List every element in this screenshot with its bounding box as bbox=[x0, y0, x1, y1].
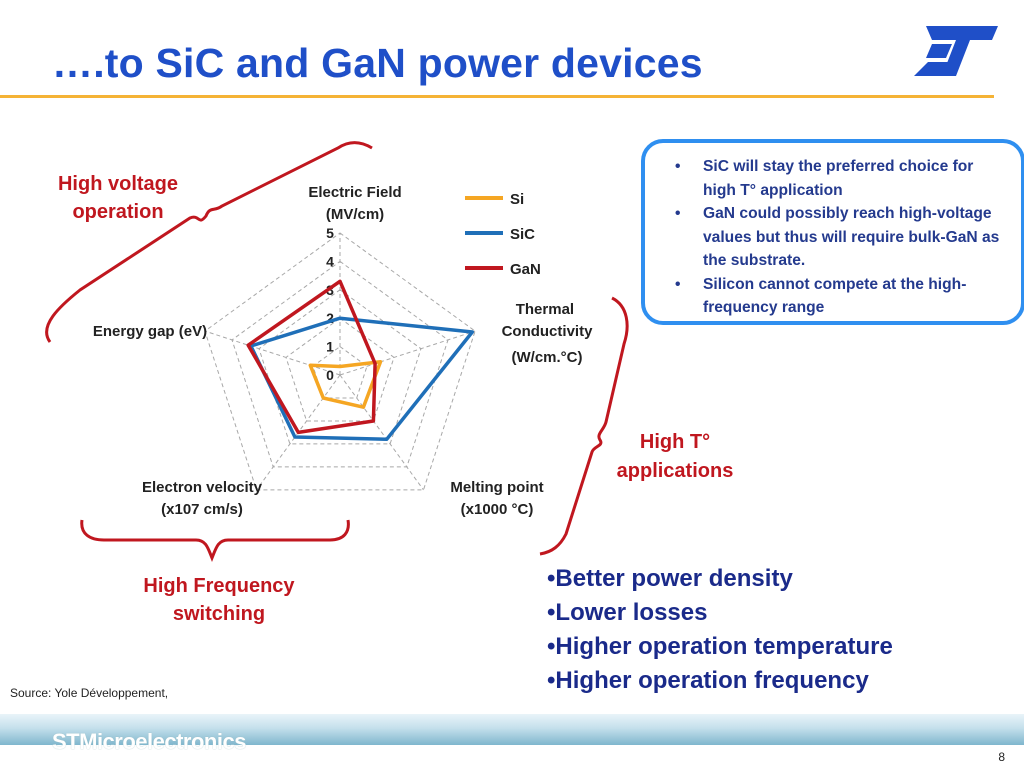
footer-brand: STMicroelectronics bbox=[52, 729, 246, 754]
high-frequency-label-line-2: switching bbox=[173, 603, 265, 625]
axis-label-thermal-conductivity: Thermal Conductivity bbox=[502, 301, 593, 340]
legend-label-si: Si bbox=[510, 191, 524, 208]
radial-tick-label: 1 bbox=[326, 339, 334, 355]
callout-box: SiC will stay the preferred choice for h… bbox=[641, 139, 1024, 325]
axis-label-energy-gap-unit: (eV) bbox=[179, 323, 207, 340]
grid-ring-4 bbox=[231, 260, 449, 468]
radial-tick-label: 2 bbox=[326, 310, 334, 326]
axis-label-electric-field: Electric Field bbox=[308, 184, 401, 201]
callout-item: GaN could possibly reach high-voltage va… bbox=[645, 202, 1003, 273]
callout-item: SiC will stay the preferred choice for h… bbox=[645, 155, 1003, 202]
series-si bbox=[308, 360, 383, 409]
axis-label-energy-gap: Energy gap (eV) bbox=[93, 323, 207, 340]
radial-tick-label: 4 bbox=[326, 253, 334, 269]
callout-list: SiC will stay the preferred choice for h… bbox=[645, 143, 1021, 320]
callout-item: Silicon cannot compete at the high-frequ… bbox=[645, 273, 1003, 320]
axis-label-melting-point: Melting point bbox=[450, 479, 543, 496]
axis-unit-electric-field: (MV/cm) bbox=[326, 206, 384, 223]
legend-label-gan: GaN bbox=[510, 261, 541, 278]
axis-label-thermal-conductivity-line-1: Thermal bbox=[516, 301, 574, 318]
footer-bar bbox=[0, 714, 1024, 745]
axis-unit-thermal-conductivity: (W/cm.°C) bbox=[512, 349, 583, 366]
high-t-annotation: High T° applications bbox=[539, 296, 734, 556]
page-title: ….to SiC and GaN power devices bbox=[52, 40, 703, 86]
radial-tick-label: 5 bbox=[326, 225, 334, 241]
grid-spoke-2 bbox=[339, 374, 424, 491]
legend-label-sic: SiC bbox=[510, 226, 535, 243]
high-t-label-line-2: applications bbox=[617, 460, 734, 482]
high-frequency-label-line-1: High Frequency bbox=[143, 575, 295, 597]
high-frequency-annotation: High Frequency switching bbox=[80, 519, 350, 625]
chart-legend: Si SiC GaN bbox=[465, 191, 541, 278]
high-voltage-brace bbox=[45, 141, 373, 343]
grid-spoke-4 bbox=[204, 330, 341, 376]
benefit-item: •Higher operation frequency bbox=[547, 667, 869, 694]
series-sic bbox=[249, 316, 475, 442]
high-voltage-label-line-2: operation bbox=[72, 201, 163, 223]
source-note: Source: Yole Développement, bbox=[10, 686, 169, 700]
radar-series bbox=[246, 279, 475, 442]
high-voltage-annotation: High voltage operation bbox=[45, 141, 373, 343]
series-gan bbox=[246, 279, 377, 435]
high-voltage-label-line-1: High voltage bbox=[58, 173, 178, 195]
axis-unit-melting-point: (x1000 °C) bbox=[461, 501, 534, 518]
axis-label-thermal-conductivity-line-2: Conductivity bbox=[502, 323, 593, 340]
radial-tick-label: 0 bbox=[326, 367, 334, 383]
page-number: 8 bbox=[998, 750, 1005, 764]
title-divider bbox=[0, 95, 994, 98]
st-logo-icon bbox=[914, 26, 998, 76]
high-t-label-line-1: High T° bbox=[640, 431, 710, 453]
benefits-list: •Better power density •Lower losses •Hig… bbox=[547, 562, 893, 698]
grid-ring-5 bbox=[204, 232, 476, 491]
benefit-item: •Higher operation temperature bbox=[547, 633, 893, 660]
axis-unit-electron-velocity: (x107 cm/s) bbox=[161, 501, 243, 518]
benefit-item: •Better power density bbox=[547, 565, 793, 592]
high-frequency-brace bbox=[80, 519, 350, 563]
grid-spoke-1 bbox=[339, 330, 476, 376]
benefit-item: •Lower losses bbox=[547, 599, 708, 626]
axis-label-energy-gap-name: Energy gap bbox=[93, 323, 175, 340]
high-t-brace bbox=[539, 296, 629, 556]
axis-label-electron-velocity: Electron velocity bbox=[142, 479, 263, 496]
